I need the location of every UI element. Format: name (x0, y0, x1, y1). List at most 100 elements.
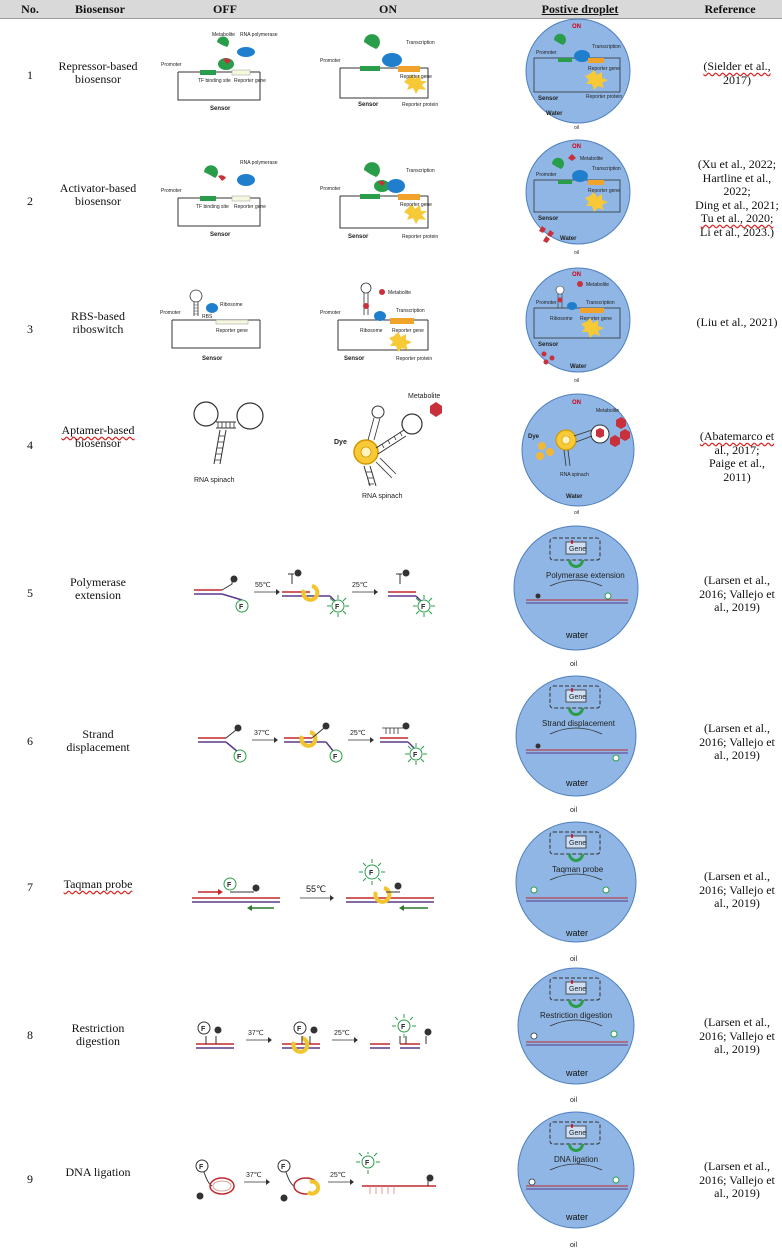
water-label: Water (560, 236, 577, 242)
metabolite-label: Metabolite (580, 156, 603, 162)
droplet-diagram: ON Metabolite Promoter Transcription Rib… (525, 267, 631, 384)
table-row-8: 8 Restriction digestion F 37℃ F 25℃ (0, 966, 782, 1106)
droplet-diagram: Gene Taqman probe water oil (515, 821, 637, 963)
rna-spinach-label: RNA spinach (194, 477, 235, 484)
water-label: Water (566, 494, 583, 500)
droplet-diagram: ON Metabolite Dye RNA spinach Water oil (521, 393, 635, 516)
oil-label: oil (570, 807, 577, 814)
biosensor-name: Aptamer-based biosensor (48, 424, 148, 450)
off-on-reaction-diagram: F 55℃ F (192, 859, 434, 911)
fluorophore-label: F (201, 1026, 206, 1033)
droplet-diagram: Gene DNA ligation water oil (517, 1111, 635, 1249)
biosensor-name-line: biosensor (75, 436, 121, 450)
off-diagram: RNA spinach (193, 401, 264, 484)
ribosome-label: Ribosome (360, 328, 383, 334)
gene-label: Gene (569, 986, 586, 993)
promoter-label: Promoter (160, 310, 181, 316)
reference-line: al., 2019) (714, 1042, 760, 1056)
metabolite-shape (217, 36, 229, 47)
transcription-label: Transcription (592, 44, 621, 50)
water-label: water (565, 1212, 588, 1222)
dye-label: Dye (528, 434, 540, 440)
reference-line: al., 2017; (714, 442, 760, 457)
reporter-gene-label: Reporter gene (234, 204, 266, 210)
table-row-6: 6 Strand displacement F 37℃ F (0, 672, 782, 816)
table-row-2: 2 Activator-based biosensor Promoter RNA… (0, 132, 782, 258)
oil-label: oil (574, 250, 579, 256)
biosensor-name: Restriction digestion (48, 1022, 148, 1048)
reference-cell: (Liu et al., 2021) (692, 315, 782, 330)
oil-label: oil (574, 125, 579, 131)
row-number: 8 (27, 1028, 33, 1042)
row-number: 5 (27, 586, 33, 600)
rna-spinach-label: RNA spinach (362, 493, 403, 500)
rna-pol-label: RNA polymerase (240, 160, 278, 166)
fluorophore-label: F (237, 754, 242, 761)
reference-cell: (Larsen et al., 2016; Vallejo et al., 20… (692, 573, 782, 615)
droplet-caption: DNA ligation (554, 1155, 598, 1164)
reference-line: (Xu et al., 2022; (697, 157, 777, 171)
temperature-label: 25℃ (352, 582, 368, 589)
gene-label: Gene (569, 1130, 586, 1137)
fluorophore-label: F (401, 1024, 406, 1031)
promoter-label: Promoter (161, 188, 182, 194)
temperature-label: 55℃ (255, 582, 271, 589)
row-number: 4 (27, 438, 33, 452)
biosensor-name-line: Polymerase (70, 575, 126, 589)
reference-line: (Larsen et al., (704, 1015, 770, 1029)
biosensor-name: Taqman probe (48, 878, 148, 891)
reference-line: al., 2019) (714, 600, 760, 614)
table-row-1: 1 Repressor-based biosensor Promoter Met… (0, 18, 782, 131)
biosensor-name-line: riboswitch (72, 322, 124, 336)
header-reference: Reference (704, 2, 756, 16)
biosensor-name-line: displacement (66, 740, 130, 754)
reference-line: al., 2019) (714, 1186, 760, 1200)
biosensor-name-line: biosensor (75, 194, 121, 208)
reporter-gene-label: Reporter gene (588, 188, 620, 194)
sensor-label: Sensor (538, 342, 559, 348)
droplet-diagram: Gene Strand displacement water oil (515, 675, 637, 814)
reporter-protein-label: Reporter protein (402, 102, 438, 108)
fluorophore-label: F (365, 1160, 370, 1167)
sensor-label: Sensor (538, 96, 559, 102)
fluorophore-label: F (413, 752, 418, 759)
oil-label: oil (570, 1097, 577, 1104)
promoter-label: Promoter (320, 186, 341, 192)
biosensor-name-line: Restriction (71, 1021, 125, 1035)
reference-line: Li et al., 2023.) (700, 224, 774, 239)
oil-label: oil (570, 956, 577, 963)
reporter-block (231, 69, 251, 76)
biosensor-name-line: DNA ligation (65, 1165, 131, 1179)
droplet-diagram: ON Promoter Transcription Reporter gene … (525, 18, 631, 131)
rbs-label: RBS (202, 314, 213, 320)
biosensor-name: DNA ligation (48, 1166, 148, 1179)
rna-spinach-label: RNA spinach (560, 472, 589, 478)
reference-line: Hartline et al., (702, 170, 772, 185)
temperature-label: 25℃ (330, 1172, 346, 1179)
droplet-caption: Strand displacement (542, 719, 616, 728)
off-diagram: Promoter Metabolite RNA polymerase TF bi… (161, 32, 278, 112)
reporter-protein-label: Reporter protein (402, 234, 438, 240)
on-diagram: Promoter Metabolite Transcription Riboso… (320, 282, 432, 362)
header-off: OFF (213, 2, 237, 16)
oil-label: oil (570, 1242, 577, 1249)
fluorophore-label: F (335, 604, 340, 611)
off-diagram: Promoter RNA polymerase TF binding site … (161, 160, 278, 238)
reporter-gene-label: Reporter gene (216, 328, 248, 334)
table-row-4: 4 Aptamer-based biosensor RNA spinach Me… (0, 388, 782, 518)
oil-label: oil (574, 510, 579, 516)
reporter-gene-label: Reporter gene (400, 74, 432, 80)
promoter-label: Promoter (320, 310, 341, 316)
reference-line: Paige et al., (709, 456, 765, 470)
reporter-gene-label: Reporter gene (588, 66, 620, 72)
reference-line: 2016; Vallejo et (699, 586, 775, 601)
header-on: ON (379, 2, 397, 16)
off-on-reaction-diagram: F 55℃ F 25℃ F (194, 569, 435, 617)
promoter-label: Promoter (536, 172, 557, 178)
on-tag: ON (572, 400, 581, 406)
reporter-gene-label: Reporter gene (392, 328, 424, 334)
droplet-caption: Taqman probe (552, 865, 604, 874)
biosensor-name-line: digestion (76, 1034, 120, 1048)
transcription-label: Transcription (586, 300, 615, 306)
reference-line: (Larsen et al., (704, 721, 770, 735)
